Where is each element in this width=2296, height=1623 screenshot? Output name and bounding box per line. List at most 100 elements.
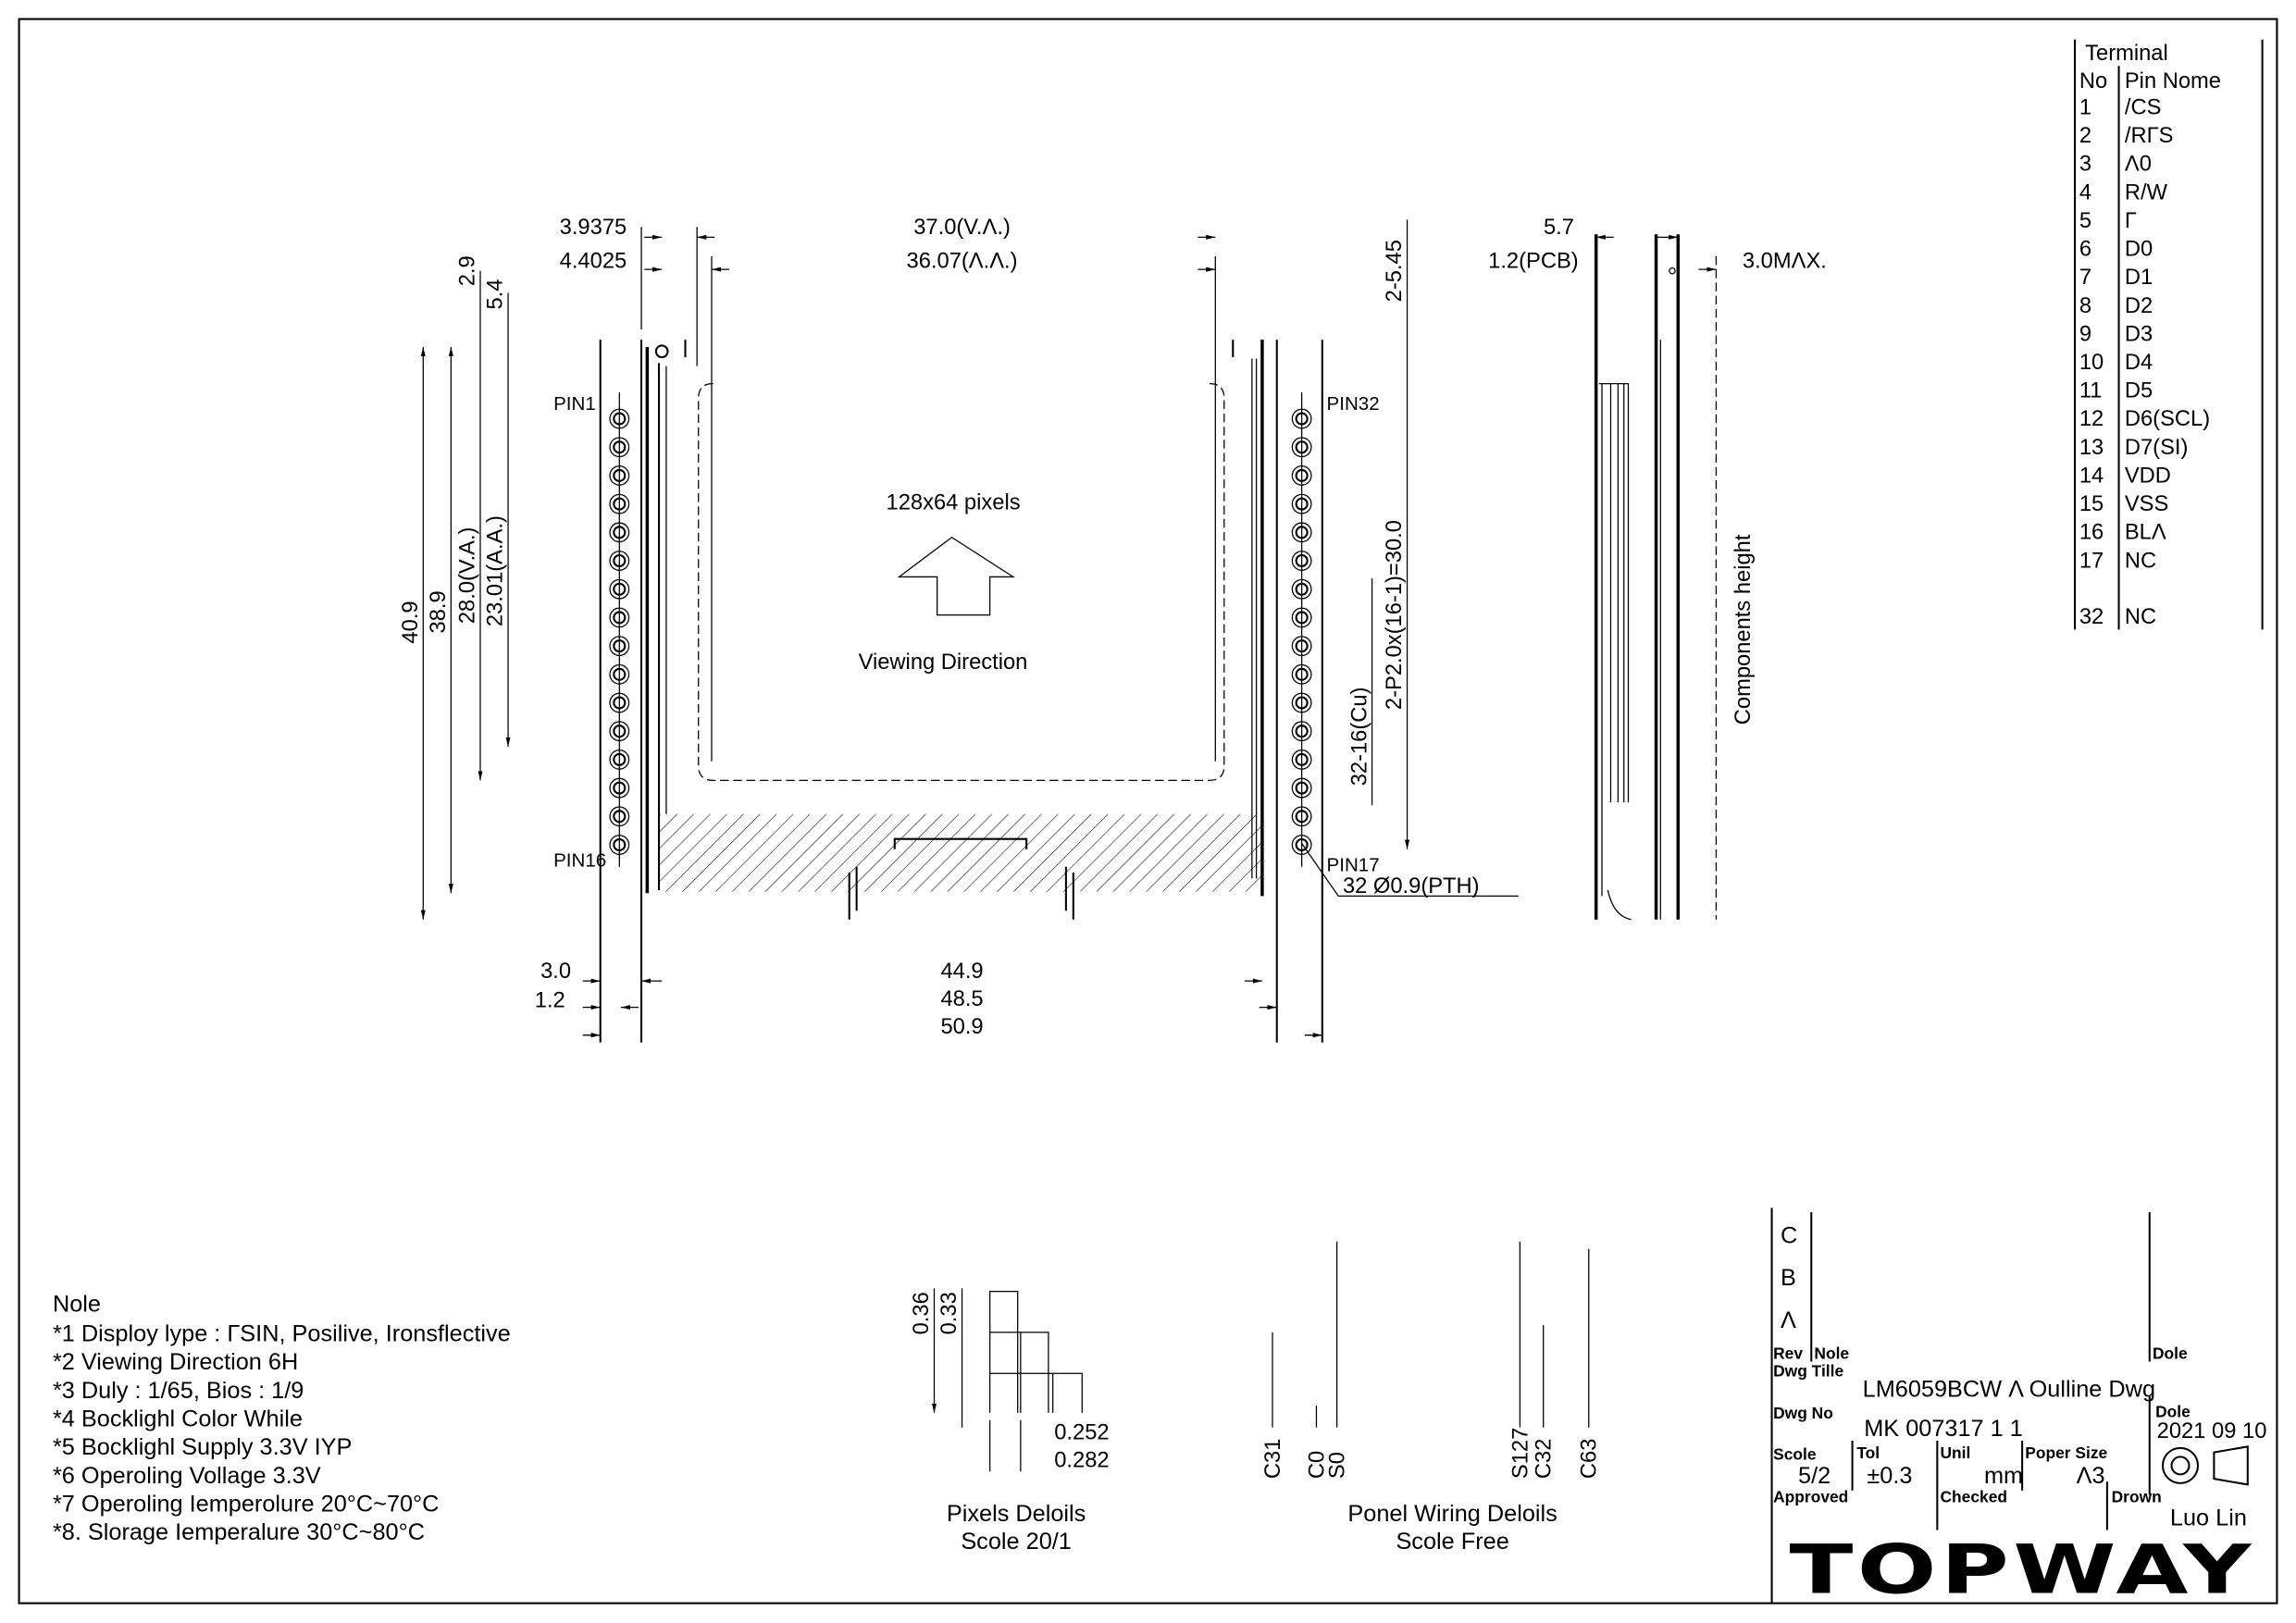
- terminal-header-pin: Pin Nome: [2125, 69, 2221, 93]
- unit-value: mm: [1984, 1463, 2023, 1489]
- note-item: *2 Viewing Direction 6H: [53, 1349, 298, 1375]
- pin-pad-icon: [1291, 806, 1312, 827]
- pin-pad-icon: [609, 493, 630, 514]
- components-height-label: Components height: [1731, 534, 1756, 725]
- pin-pad-icon: [609, 578, 630, 600]
- note-item: *3 Duly : 1/65, Bios : 1/9: [53, 1378, 304, 1404]
- terminal-pin-no: 7: [2079, 266, 2091, 290]
- terminal-pin-name: NC: [2125, 605, 2156, 629]
- dim-2-9: 2.9: [456, 255, 480, 286]
- dim-0-252: 0.252: [1054, 1420, 1109, 1444]
- pin-pad-icon: [609, 692, 630, 713]
- dwg-title: LM6059BCW Λ Oulline Dwg: [1863, 1377, 2155, 1403]
- terminal-pin-no: 1: [2079, 95, 2091, 119]
- pin-pad-icon: [1291, 493, 1312, 514]
- terminal-pin-no: 17: [2079, 549, 2104, 573]
- paper-size-value: Λ3: [2077, 1463, 2105, 1489]
- terminal-pin-name: D2: [2125, 294, 2153, 318]
- pin-pad-icon: [609, 777, 630, 799]
- pin-pad-icon: [609, 522, 630, 543]
- terminal-pin-no: 9: [2079, 322, 2091, 346]
- dim-23-01-aa: 23.01(A.A.): [484, 515, 508, 626]
- dim-pcb: 1.2(PCB): [1488, 250, 1579, 274]
- pin-pad-icon: [1291, 721, 1312, 742]
- note-item: *6 Operoling Vollage 3.3V: [53, 1463, 321, 1489]
- dwg-no-label: Dwg No: [1773, 1404, 1833, 1422]
- terminal-pin-name: VDD: [2125, 464, 2171, 488]
- checked-label: Checked: [1941, 1487, 2008, 1505]
- dim-4-4025: 4.4025: [560, 250, 627, 274]
- terminal-title: Terminal: [2085, 42, 2168, 66]
- pin-pad-icon: [609, 806, 630, 827]
- paper-size-label: Poper Size: [2025, 1443, 2107, 1462]
- rev-b: B: [1781, 1265, 1796, 1291]
- dwg-title-label: Dwg Tille: [1773, 1361, 1843, 1380]
- terminal-pin-name: /RΓS: [2125, 124, 2174, 148]
- terminal-pin-name: VSS: [2125, 492, 2168, 516]
- pin-pad-icon: [609, 835, 630, 855]
- dim-2-5-45: 2-5.45: [1383, 240, 1407, 302]
- pin-pad-icon: [609, 465, 630, 486]
- drawing-date: 2021 09 10: [2157, 1419, 2267, 1443]
- pin-pad-icon: [1291, 465, 1312, 486]
- dim-44-9: 44.9: [940, 960, 983, 984]
- scale-value: 5/2: [1798, 1463, 1831, 1489]
- terminal-pin-name: D7(SI): [2125, 436, 2189, 460]
- terminal-header-no: No: [2079, 69, 2107, 93]
- pin-pad-icon: [609, 663, 630, 685]
- note-item: *8. Slorage Iemperalure 30°C~80°C: [53, 1519, 425, 1545]
- dim-48-5: 48.5: [940, 987, 983, 1011]
- terminal-pin-name: D1: [2125, 266, 2153, 290]
- wiring-label: C63: [1578, 1439, 1602, 1480]
- pin1-label: PIN1: [553, 393, 596, 415]
- pin16-label: PIN16: [553, 850, 606, 872]
- pin-pad-icon: [1291, 437, 1312, 458]
- panel-wiring-title: Ponel Wiring Deloils: [1347, 1501, 1557, 1527]
- pin-pad-icon: [1291, 522, 1312, 543]
- pin-pad-icon: [1291, 663, 1312, 685]
- terminal-pin-name: /CS: [2125, 95, 2162, 119]
- terminal-pin-name: Λ0: [2125, 153, 2152, 177]
- terminal-pin-name: R/W: [2125, 180, 2168, 204]
- note-item: *7 Operoling Iemperolure 20°C~70°C: [53, 1492, 440, 1518]
- dim-cu: 32-16(Cu): [1347, 688, 1371, 787]
- terminal-pin-no: 12: [2079, 407, 2104, 431]
- pixel-details-scale: Scole 20/1: [961, 1529, 1072, 1555]
- terminal-pin-no: 32: [2079, 605, 2104, 629]
- rev-label: Rev: [1773, 1344, 1803, 1362]
- terminal-pin-name: D5: [2125, 379, 2153, 403]
- terminal-pin-name: NC: [2125, 549, 2156, 573]
- terminal-pin-no: 11: [2079, 379, 2103, 403]
- dwg-no: MK 007317 1 1: [1864, 1416, 2023, 1442]
- note-item: *4 Bocklighl Color While: [53, 1406, 303, 1431]
- panel-wiring-scale: Scole Free: [1396, 1529, 1508, 1555]
- pin17-label: PIN17: [1327, 854, 1380, 875]
- terminal-pin-no: 2: [2079, 124, 2091, 148]
- notes-title: Nole: [53, 1292, 101, 1318]
- topway-logo: TOPWAY: [1790, 1531, 2255, 1610]
- pin-pad-icon: [1291, 835, 1312, 855]
- terminal-pin-no: 15: [2079, 492, 2104, 516]
- dim-40-9: 40.9: [399, 601, 423, 643]
- dim-pin-pitch: 2-P2.0x(16-1)=30.0: [1383, 520, 1407, 710]
- dim-max: 3.0MΛX.: [1743, 250, 1827, 274]
- notes: Nole *1 Disploy lype : ΓSIN, Posilive, I…: [53, 1292, 511, 1546]
- rev-a: Λ: [1781, 1307, 1796, 1333]
- pin-pad-icon: [1291, 636, 1312, 657]
- note-label: Nole: [1814, 1344, 1849, 1362]
- wiring-label: S0: [1326, 1452, 1350, 1479]
- wiring-label: C0: [1305, 1451, 1329, 1479]
- terminal-pin-no: 5: [2079, 209, 2091, 233]
- dim-5-7: 5.7: [1544, 216, 1574, 240]
- terminal-pin-no: 6: [2079, 238, 2091, 262]
- wiring-label: S127: [1508, 1428, 1533, 1479]
- viewing-direction-arrow-icon: [897, 536, 1016, 616]
- pin-pad-icon: [609, 607, 630, 628]
- pin-pad-icon: [609, 408, 630, 429]
- viewing-area-outline: [698, 382, 1225, 782]
- terminal-pin-name: BLΛ: [2125, 521, 2166, 545]
- pin-pad-icon: [1291, 749, 1312, 770]
- dim-0-36: 0.36: [910, 1292, 934, 1334]
